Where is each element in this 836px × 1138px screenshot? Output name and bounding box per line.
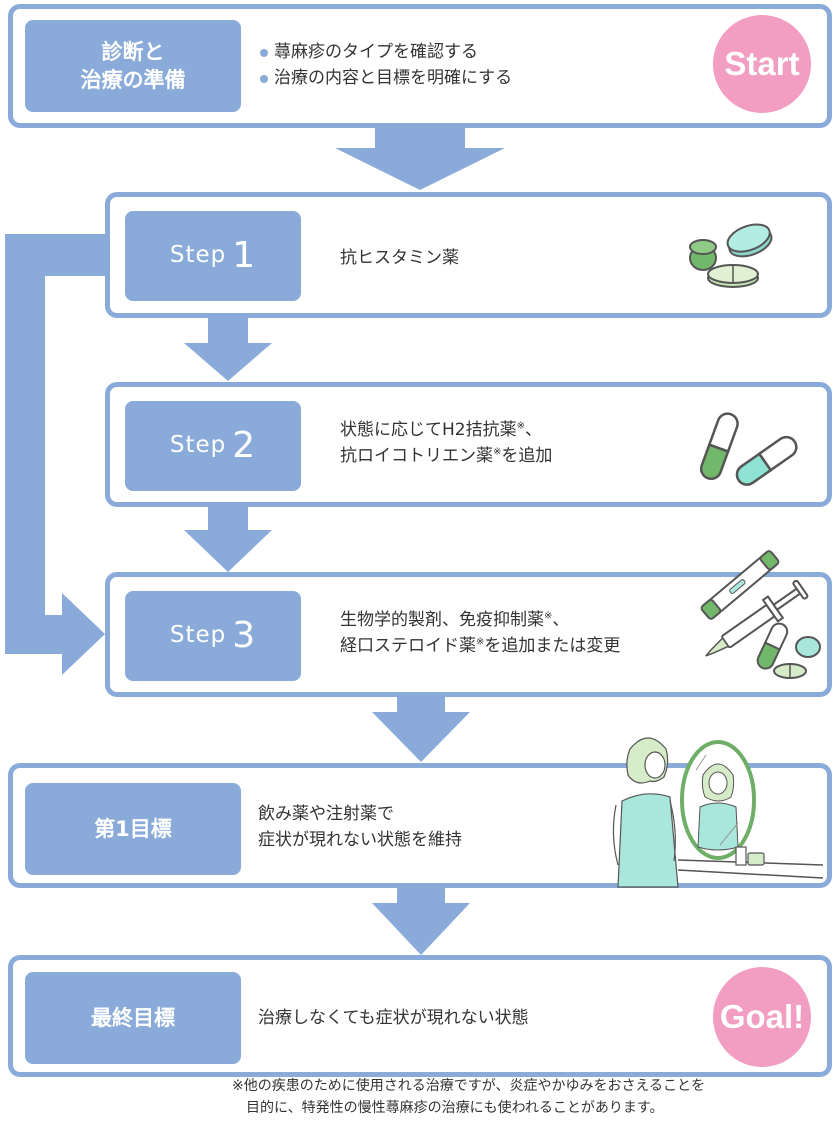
step-3-word: Step bbox=[169, 622, 227, 649]
step-2-line-2: 抗ロイコトリエン薬※を追加 bbox=[340, 446, 553, 467]
goal-1-line-2: 症状が現れない状態を維持 bbox=[258, 830, 462, 851]
pills-icon bbox=[689, 223, 773, 288]
injection-and-pills-icon bbox=[700, 550, 821, 679]
start-bullet-1: 蕁麻疹のタイプを確認する bbox=[258, 39, 512, 65]
step-1-label: Step 1 bbox=[125, 211, 301, 301]
asterisk-mark: ※ bbox=[476, 636, 485, 648]
start-badge: Start bbox=[713, 15, 811, 113]
arrow-start-to-step1 bbox=[335, 128, 505, 190]
capsules-icon bbox=[699, 412, 798, 486]
woman-mirror-illustration bbox=[612, 737, 824, 888]
step-3-line-2: 経口ステロイド薬※を追加または変更 bbox=[340, 636, 621, 657]
goal-1-label: 第1目標 bbox=[25, 783, 241, 875]
arrow-goal1-to-final bbox=[372, 888, 470, 955]
skip-arrow-step1-to-step3 bbox=[5, 234, 108, 675]
footnote-line-2: 目的に、特発性の慢性蕁麻疹の治療にも使われることがあります。 bbox=[246, 1099, 664, 1116]
step-2-word: Step bbox=[169, 432, 227, 459]
arrow-step2-to-step3 bbox=[184, 507, 272, 572]
goal-1-line-1: 飲み薬や注射薬で bbox=[258, 804, 394, 824]
start-label-line-2: 治療の準備 bbox=[80, 68, 186, 92]
start-bullets: 蕁麻疹のタイプを確認する 治療の内容と目標を明確にする bbox=[258, 39, 512, 92]
step-2-box: Step 2 状態に応じてH2拮抗薬※、 抗ロイコトリエン薬※を追加 bbox=[105, 382, 832, 507]
asterisk-mark: ※ bbox=[516, 420, 525, 432]
arrow-step1-to-step2 bbox=[184, 318, 272, 381]
start-bullet-2: 治療の内容と目標を明確にする bbox=[258, 65, 512, 91]
step-1-description: 抗ヒスタミン薬 bbox=[340, 245, 459, 271]
step-3-label: Step 3 bbox=[125, 591, 301, 681]
step-1-number: 1 bbox=[232, 234, 257, 276]
step-1-text: 抗ヒスタミン薬 bbox=[340, 248, 459, 268]
goal-1-description: 飲み薬や注射薬で 症状が現れない状態を維持 bbox=[258, 801, 462, 854]
step-2-number: 2 bbox=[232, 424, 257, 466]
arrow-step3-to-goal1 bbox=[372, 697, 470, 762]
step-2-label: Step 2 bbox=[125, 401, 301, 491]
step-1-word: Step bbox=[169, 242, 227, 269]
start-label: 診断と 治療の準備 bbox=[25, 20, 241, 112]
step-3-box: Step 3 生物学的製剤、免疫抑制薬※、 経口ステロイド薬※を追加または変更 bbox=[105, 572, 832, 697]
step-3-line-1: 生物学的製剤、免疫抑制薬※、 bbox=[340, 610, 570, 630]
final-goal-description: 治療しなくても症状が現れない状態 bbox=[258, 1008, 529, 1028]
start-label-line-1: 診断と bbox=[101, 39, 165, 64]
step-3-description: 生物学的製剤、免疫抑制薬※、 経口ステロイド薬※を追加または変更 bbox=[340, 607, 620, 660]
step-2-line-1: 状態に応じてH2拮抗薬※、 bbox=[340, 420, 542, 440]
step-2-description: 状態に応じてH2拮抗薬※、 抗ロイコトリエン薬※を追加 bbox=[340, 417, 552, 470]
footnote: ※他の疾患のために使用される治療ですが、炎症やかゆみをおさえることを 目的に、特… bbox=[232, 1076, 705, 1119]
asterisk-mark: ※ bbox=[493, 446, 502, 458]
final-goal-label: 最終目標 bbox=[25, 972, 241, 1064]
final-goal-box: 最終目標 治療しなくても症状が現れない状態 Goal! bbox=[8, 955, 832, 1077]
asterisk-mark: ※ bbox=[544, 610, 553, 622]
start-box: 診断と 治療の準備 蕁麻疹のタイプを確認する 治療の内容と目標を明確にする St… bbox=[8, 4, 832, 128]
footnote-line-1: ※他の疾患のために使用される治療ですが、炎症やかゆみをおさえることを bbox=[232, 1078, 706, 1094]
goal-badge: Goal! bbox=[713, 967, 811, 1067]
step-3-number: 3 bbox=[232, 614, 257, 656]
step-1-box: Step 1 抗ヒスタミン薬 bbox=[105, 192, 832, 318]
